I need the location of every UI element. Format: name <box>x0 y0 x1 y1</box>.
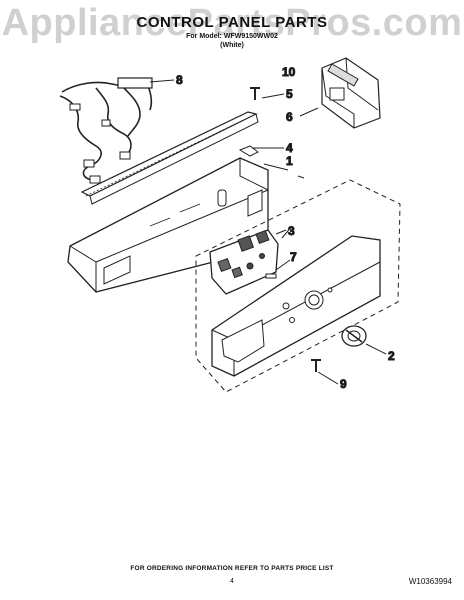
callout-2: 2 <box>388 349 395 363</box>
color-line: (White) <box>220 42 244 49</box>
support-bar-part <box>80 111 259 205</box>
control-bracket-part <box>321 57 381 129</box>
screw-part-10 <box>250 87 260 100</box>
callout-6: 6 <box>286 110 293 124</box>
model-line: For Model: WFW9150WW02 <box>186 33 278 40</box>
console-panel-part <box>211 235 381 377</box>
leader-lines <box>149 79 387 385</box>
spacer-part-7 <box>265 273 277 279</box>
assembly-boundary <box>195 179 401 393</box>
callout-9: 9 <box>340 377 347 391</box>
knob-part <box>341 325 367 347</box>
document-number: W10363994 <box>408 577 452 586</box>
callout-7: 7 <box>290 250 297 264</box>
wire-harness-part <box>59 77 153 184</box>
callout-1: 1 <box>286 154 293 168</box>
page-title: CONTROL PANEL PARTS <box>136 14 328 31</box>
callout-10: 10 <box>282 65 296 79</box>
screw-part-9 <box>311 359 321 372</box>
callout-3: 3 <box>288 224 295 238</box>
callout-8: 8 <box>176 73 183 87</box>
callout-5: 5 <box>286 87 293 101</box>
ordering-info: FOR ORDERING INFORMATION REFER TO PARTS … <box>130 565 334 572</box>
control-board-part <box>209 229 279 295</box>
callout-4: 4 <box>286 141 293 155</box>
watermark: AppliancePartsPros.com <box>1 2 463 44</box>
page-number: 4 <box>230 578 234 585</box>
